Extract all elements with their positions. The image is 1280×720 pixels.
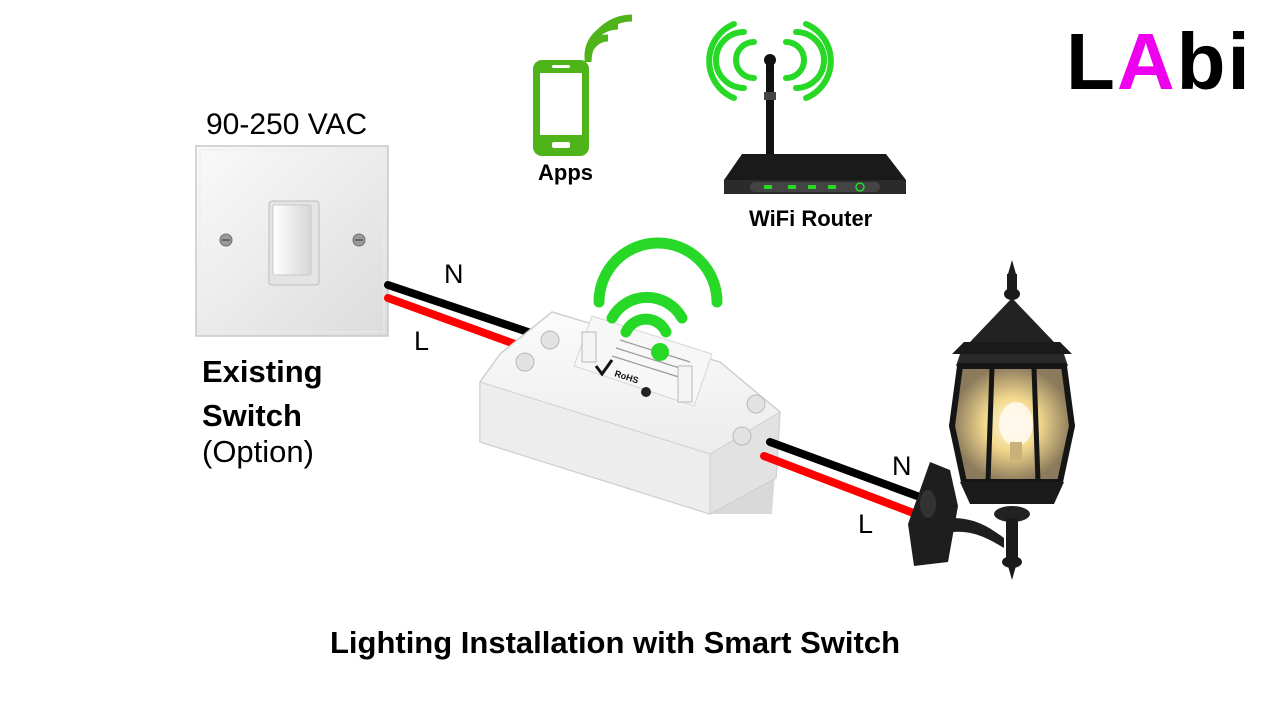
logo-letter-a: A (1116, 17, 1177, 106)
voltage-label: 90-250 VAC (206, 108, 368, 141)
output-neutral-label: N (892, 451, 912, 481)
output-live-label: L (858, 509, 874, 539)
router-label: WiFi Router (749, 206, 873, 231)
input-neutral-label: N (444, 259, 464, 289)
input-live-wire (384, 294, 530, 352)
apps-label: Apps (538, 160, 593, 185)
diagram-caption: Lighting Installation with Smart Switch (329, 625, 901, 660)
logo-letters-bi: bi (1176, 17, 1252, 106)
option-note: (Option) (202, 434, 314, 469)
existing-switch-line2: Switch (202, 398, 302, 433)
input-live-label: L (414, 326, 430, 356)
output-live-wire (760, 452, 920, 518)
smart-switch-module: RoHS (479, 237, 781, 515)
logo-letter-l: L (1066, 17, 1117, 106)
existing-switch-line1: Existing (202, 354, 323, 389)
wall-switch (195, 145, 389, 337)
smartphone-icon (533, 14, 633, 156)
existing-switch-label: Existing Switch (202, 350, 323, 438)
input-neutral-wire (384, 281, 544, 340)
output-neutral-wire (766, 438, 932, 504)
wifi-router-icon (706, 21, 906, 194)
labi-logo: LAbi (1066, 22, 1252, 102)
wall-lantern-icon (908, 260, 1076, 580)
